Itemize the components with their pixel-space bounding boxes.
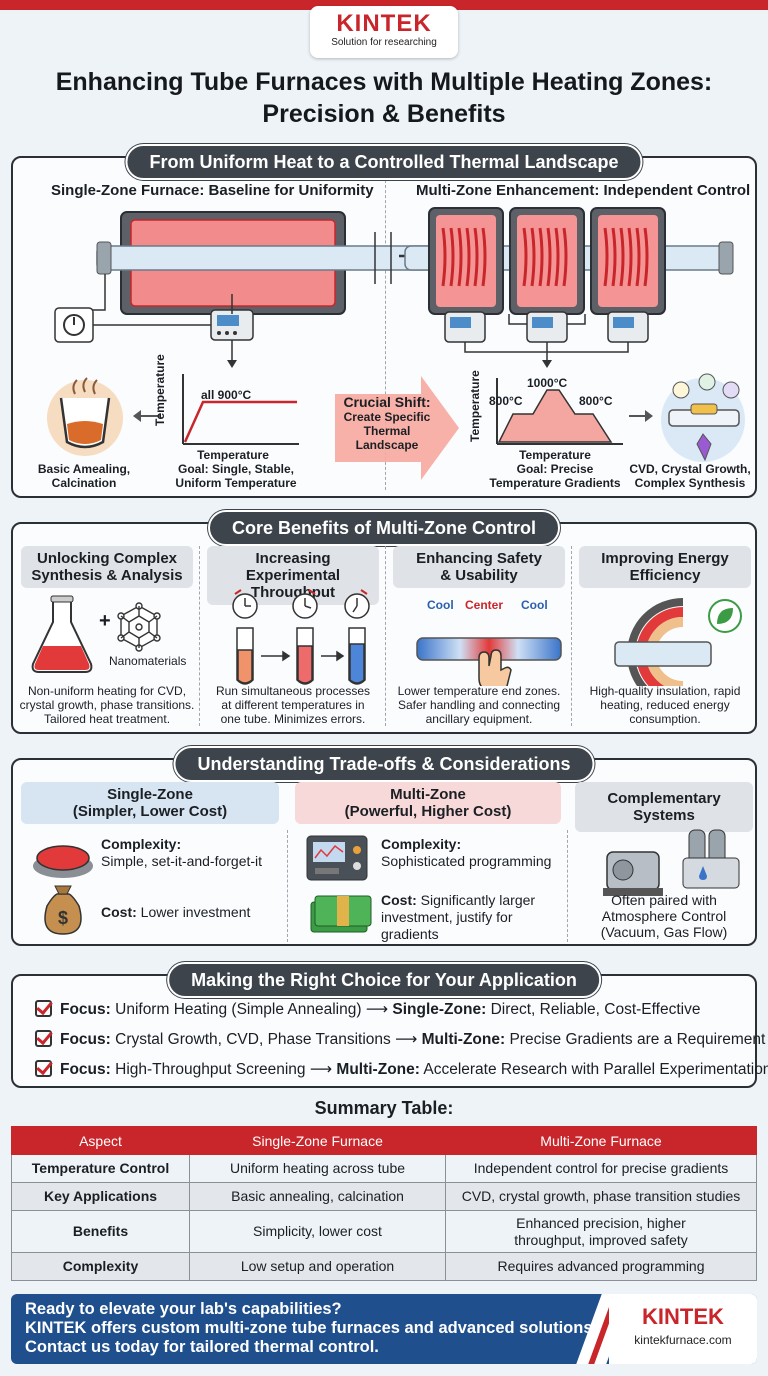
footer-logo: KINTEK kintekfurnace.com: [609, 1294, 757, 1364]
table-row: Temperature Control Uniform heating acro…: [11, 1154, 757, 1183]
right-chart-right: 800°C: [579, 394, 613, 408]
choice-row-3: Focus: High-Throughput Screening ⟶ Multi…: [35, 1060, 768, 1080]
benefit-text-synthesis: Non-uniform heating for CVD,crystal grow…: [19, 684, 195, 726]
brand-tagline: Solution for researching: [331, 37, 437, 48]
single-zone-tradeoff-heading: Single-Zone(Simpler, Lower Cost): [21, 782, 279, 824]
clock-icons: [232, 589, 370, 619]
benefit-text-safety: Lower temperature end zones.Safer handli…: [397, 684, 561, 726]
table-header: Single-Zone Furnace: [189, 1126, 446, 1155]
plus-sign: +: [99, 610, 111, 632]
section4-pill: Making the Right Choice for Your Applica…: [167, 962, 601, 998]
single-cost: Cost: Lower investment: [101, 904, 251, 920]
insulation-icon: [614, 598, 712, 686]
multi-zone-heading: Multi-Zone Enhancement: Independent Cont…: [416, 182, 751, 199]
brand-logo: KINTEK Solution for researching: [310, 6, 458, 58]
gradient-temperature-chart: [496, 378, 623, 445]
section-thermal-landscape: Single-Zone Furnace: Baseline for Unifor…: [11, 144, 757, 498]
table-header: Aspect: [11, 1126, 190, 1155]
table-header: Multi-Zone Furnace: [445, 1126, 757, 1155]
footer-url[interactable]: kintekfurnace.com: [634, 1333, 732, 1347]
footer-cta: Ready to elevate your lab's capabilities…: [11, 1294, 757, 1364]
table-header-row: Aspect Single-Zone Furnace Multi-Zone Fu…: [11, 1126, 757, 1155]
check-icon: [35, 1030, 52, 1047]
crucial-shift-arrow: [335, 376, 459, 480]
nanomaterials-label: Nanomaterials: [109, 654, 187, 668]
left-chart-label: all 900°C: [201, 388, 252, 402]
right-chart-center: 1000°C: [527, 376, 568, 390]
footer-text: Ready to elevate your lab's capabilities…: [25, 1300, 598, 1356]
section-right-choice: Making the Right Choice for Your Applica…: [11, 962, 768, 1088]
brand-name: KINTEK: [336, 10, 432, 37]
control-panel-icon: [306, 835, 368, 881]
cash-stack-icon: [310, 895, 372, 933]
left-goal: Goal: Single, Stable,Uniform Temperature: [175, 462, 297, 490]
right-chart-xlabel: Temperature: [519, 448, 591, 462]
benefit-heading-safety: Enhancing Safety& Usability: [393, 546, 565, 588]
left-chart-ylabel: Temperature: [153, 354, 167, 426]
multi-cost: Cost: Significantly larger investment, j…: [381, 892, 536, 942]
multi-zone-tradeoff-heading: Multi-Zone(Powerful, Higher Cost): [295, 782, 561, 824]
left-chart-xlabel: Temperature: [197, 448, 269, 462]
section-tradeoffs: Understanding Trade-offs & Consideration…: [11, 746, 757, 946]
synthesis-icon: [661, 373, 745, 462]
svg-text:$: $: [58, 908, 68, 928]
gas-cylinder-icon: [682, 829, 740, 889]
red-button-icon: [33, 845, 93, 878]
right-chart-left: 800°C: [489, 394, 523, 408]
table-row: Benefits Simplicity, lower cost Enhanced…: [11, 1210, 757, 1253]
cool-label-right: Cool: [521, 598, 548, 612]
top-accent-bar: [0, 0, 768, 10]
leaf-icon: [708, 599, 742, 633]
hand-icon: [478, 649, 512, 686]
test-tube-icons: [236, 627, 366, 685]
choice-row-2: Focus: Crystal Growth, CVD, Phase Transi…: [35, 1030, 765, 1050]
check-icon: [35, 1000, 52, 1017]
table-row: Complexity Low setup and operation Requi…: [11, 1252, 757, 1281]
complementary-heading: Complementary Systems: [575, 782, 753, 832]
zone-controllers: [444, 311, 649, 368]
table-row: Key Applications Basic annealing, calcin…: [11, 1182, 757, 1211]
crucible-icon: [47, 377, 123, 456]
center-label: Center: [465, 598, 504, 612]
vacuum-pump-icon: [603, 851, 663, 896]
flask-icon: [31, 595, 93, 673]
heating-zone-1: [428, 207, 504, 315]
crucial-shift-text: Crucial Shift: Create Specific Thermal L…: [343, 394, 431, 452]
summary-table: Aspect Single-Zone Furnace Multi-Zone Fu…: [11, 1126, 757, 1281]
section2-pill: Core Benefits of Multi-Zone Control: [208, 510, 560, 546]
section-core-benefits: Core Benefits of Multi-Zone Control Unlo…: [11, 510, 757, 734]
cool-label-left: Cool: [427, 598, 454, 612]
choice-row-1: Focus: Uniform Heating (Simple Annealing…: [35, 1000, 700, 1020]
nanomaterial-icon: [117, 602, 161, 652]
multi-complexity: Complexity: Sophisticated programming: [381, 836, 552, 869]
single-complexity: Complexity: Simple, set-it-and-forget-it: [101, 836, 263, 869]
page-title: Enhancing Tube Furnaces with Multiple He…: [55, 68, 713, 128]
uniform-temperature-chart: [182, 374, 299, 445]
benefit-icons: [31, 589, 742, 686]
tradeoff-icons: $: [33, 829, 740, 935]
section1-pill: From Uniform Heat to a Controlled Therma…: [125, 144, 643, 180]
furnace-diagram: [47, 207, 745, 480]
money-bag-icon: $: [44, 885, 82, 935]
section3-pill: Understanding Trade-offs & Consideration…: [173, 746, 595, 782]
summary-title: Summary Table:: [314, 1098, 454, 1118]
heating-zone-2: [509, 207, 585, 315]
heating-zone-3: [590, 207, 666, 315]
check-icon: [35, 1060, 52, 1077]
single-zone-heading: Single-Zone Furnace: Baseline for Unifor…: [51, 182, 374, 199]
left-application: Basic Amealing,Calcination: [37, 462, 131, 490]
right-chart-ylabel: Temperature: [468, 370, 482, 442]
right-application: CVD, Crystal Growth,Complex Synthesis: [629, 462, 751, 490]
